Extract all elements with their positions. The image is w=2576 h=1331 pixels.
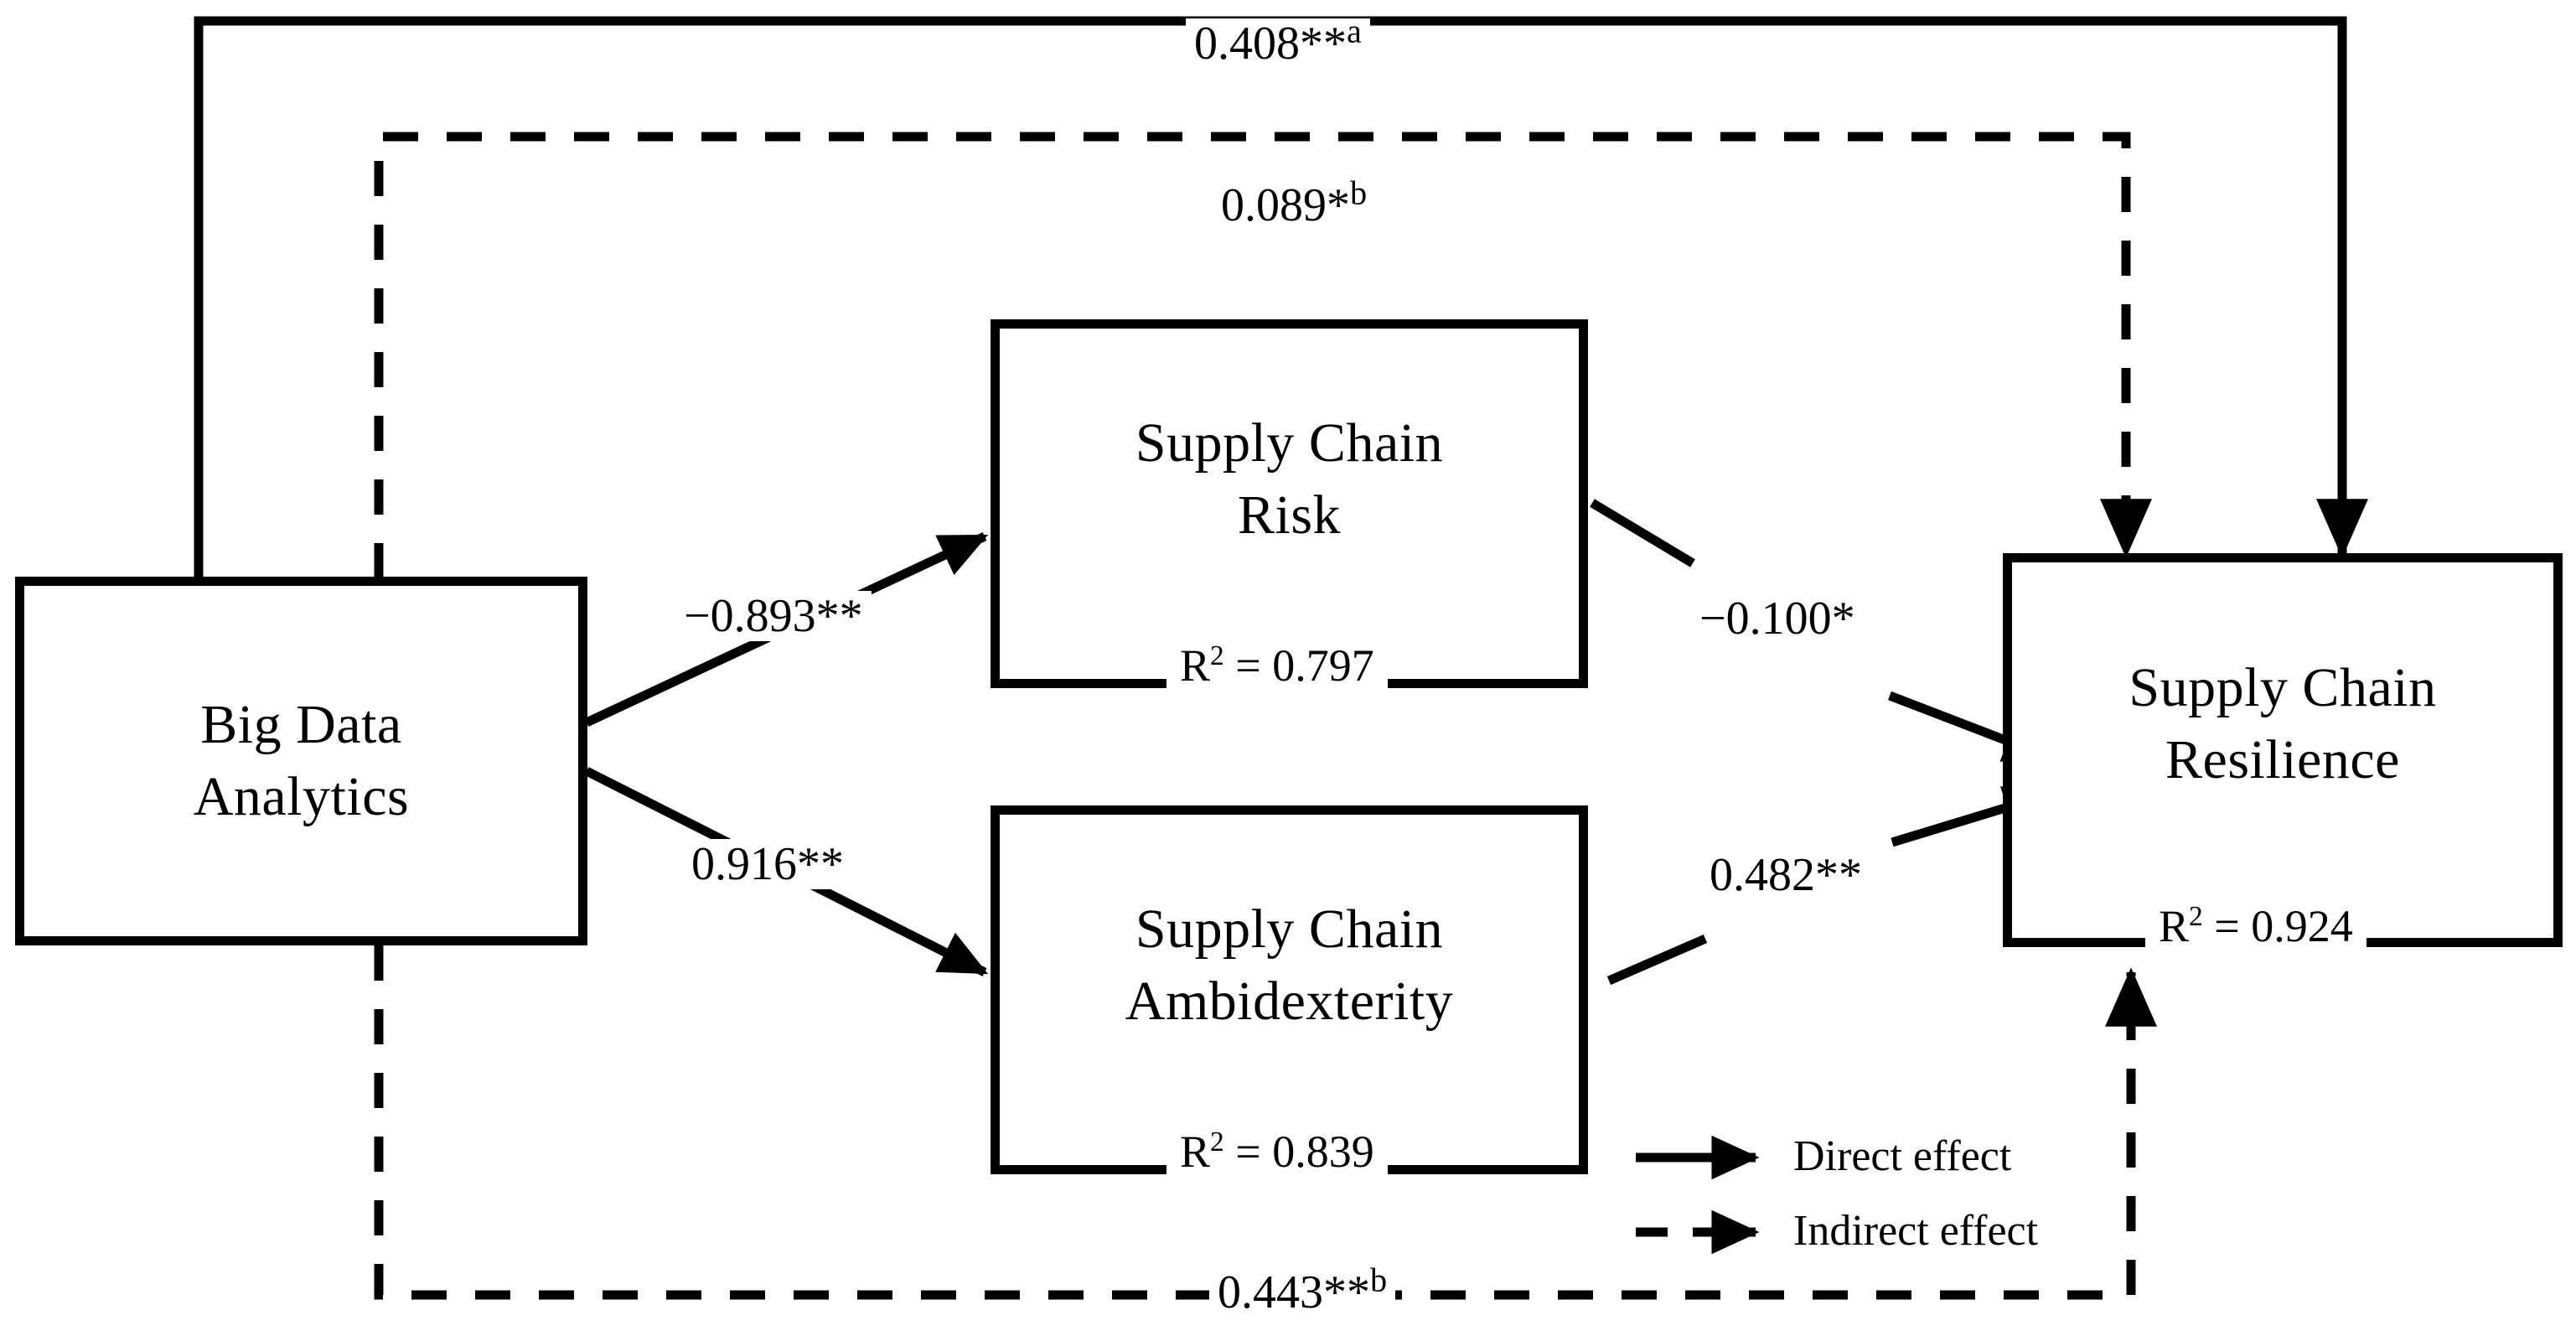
edge-label-scrisk-to-scres: −0.100* [1691, 593, 1864, 644]
node-big-data-analytics[interactable]: Big Data Analytics [15, 577, 587, 945]
legend-indirect-effect-label: Indirect effect [1793, 1207, 2039, 1255]
node-supply-chain-risk[interactable]: Supply Chain Risk [991, 319, 1588, 688]
edge-label-bda-to-scres-indirect-amb: 0.443**b [1209, 1263, 1396, 1318]
legend-direct-effect-label: Direct effect [1793, 1132, 2012, 1180]
edge-label-bda-to-scres-indirect-risk: 0.089*b [1213, 176, 1376, 230]
edge-bda-to-scres-indirect-risk [374, 132, 2152, 578]
node-supply-chain-resilience-r2: R2 = 0.924 [2145, 900, 2367, 954]
edge-label-bda-to-scres-direct: 0.408**a [1186, 14, 1370, 69]
node-supply-chain-resilience-label: Supply Chain Resilience [2129, 657, 2437, 790]
node-supply-chain-risk-label: Supply Chain Risk [1135, 412, 1444, 546]
node-supply-chain-ambidexterity[interactable]: Supply Chain Ambidexterity [991, 805, 1588, 1174]
node-supply-chain-resilience[interactable]: Supply Chain Resilience [2003, 553, 2563, 947]
edge-label-bda-to-scamb: 0.916** [683, 839, 852, 889]
node-supply-chain-risk-r2: R2 = 0.797 [1166, 640, 1388, 693]
node-supply-chain-ambidexterity-r2: R2 = 0.839 [1166, 1126, 1388, 1179]
node-supply-chain-ambidexterity-label: Supply Chain Ambidexterity [1125, 899, 1454, 1032]
edge-label-scamb-to-scres: 0.482** [1701, 850, 1870, 900]
edge-label-bda-to-scrisk: −0.893** [675, 591, 872, 641]
node-big-data-analytics-label: Big Data Analytics [193, 694, 410, 827]
